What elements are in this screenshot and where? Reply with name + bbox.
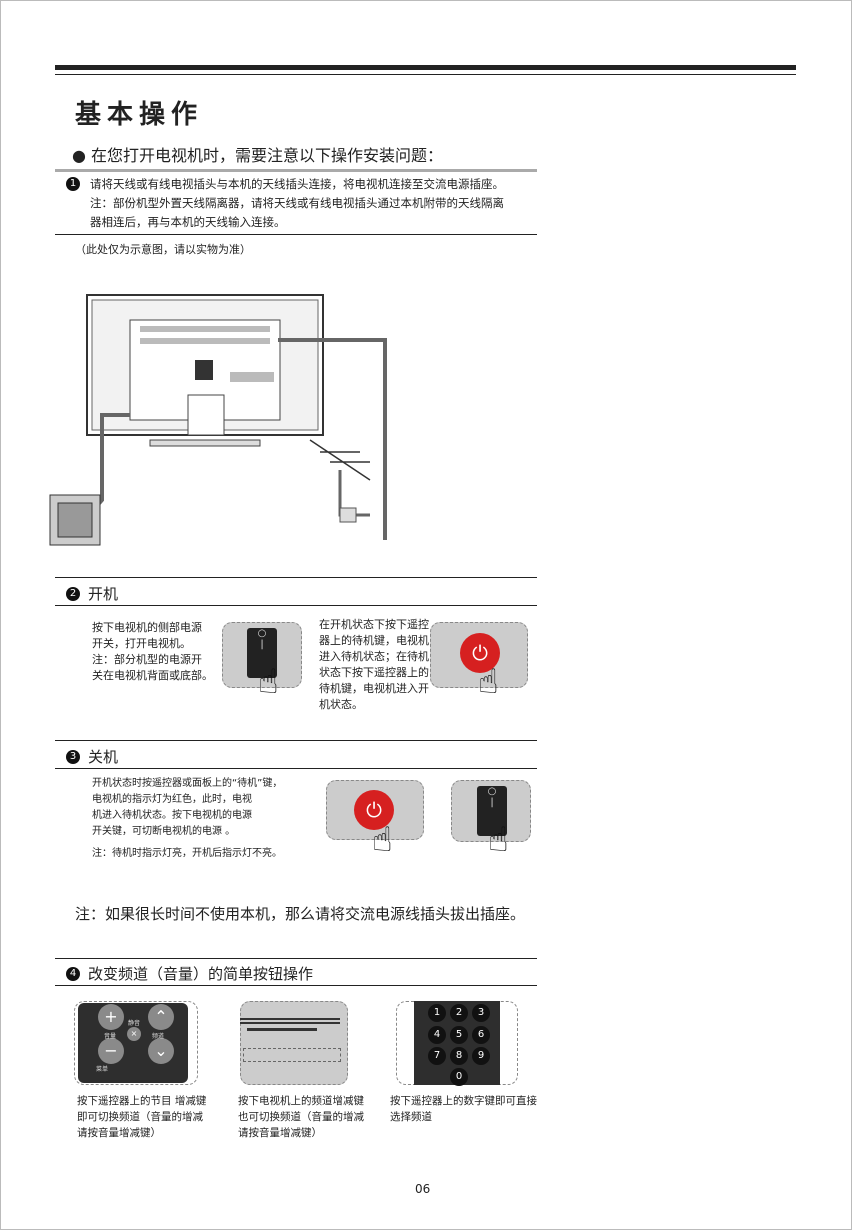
channel-down-icon: ⌄ — [148, 1038, 174, 1064]
key-5: 5 — [450, 1026, 468, 1044]
text-line: 按下遥控器上的节目 增减键 — [77, 1095, 207, 1107]
power-icon: ⏻ — [460, 633, 500, 673]
text-line: 进入待机状态；在待机 — [319, 650, 429, 663]
tv-bottom-edge — [240, 1018, 340, 1024]
divider — [55, 234, 537, 235]
page-number: 06 — [415, 1182, 431, 1196]
header-rule — [55, 65, 796, 70]
key-6: 6 — [472, 1026, 490, 1044]
caption: （此处仅为示意图，请以实物为准） — [75, 243, 251, 256]
caption-remote: 按下遥控器上的节目 增减键 即可切换频道（音量的增减 请按音量增减键） — [77, 1093, 206, 1141]
text-line: 器相连后，再与本机的天线输入连接。 — [90, 215, 286, 229]
power-switch-icon: ○| — [247, 628, 277, 678]
step-number: 1 — [66, 177, 80, 191]
text-line: 待机键，电视机进入开 — [319, 682, 429, 695]
key-8: 8 — [450, 1047, 468, 1065]
key-9: 9 — [472, 1047, 490, 1065]
step-number: 2 — [66, 586, 80, 601]
text-line: 器上的待机键，电视机 — [319, 634, 429, 647]
hand-pointer-icon: ☝ — [372, 820, 393, 860]
remote-label: 菜单 — [96, 1066, 109, 1073]
text-line: 注：部份机型外置天线隔离器，请将天线或有线电视插头通过本机附带的天线隔离 — [90, 196, 504, 210]
channel-up-icon: ⌃ — [148, 1004, 174, 1030]
text-line: 开机状态时按遥控器或面板上的“待机”键， — [92, 778, 283, 789]
section4-header: 4 改变频道（音量）的简单按钮操作 — [66, 963, 313, 984]
text-line: 状态下按下遥控器上的 — [319, 666, 429, 679]
text-line: 按下遥控器上的数字键即可直接 — [390, 1095, 537, 1107]
antenna — [309, 439, 371, 481]
section-title: 开机 — [88, 585, 119, 603]
text-line: 注：部分机型的电源开 — [92, 653, 202, 666]
tv-stand — [149, 439, 261, 447]
volume-up-icon: + — [98, 1004, 124, 1030]
section-title: 改变频道（音量）的简单按钮操作 — [88, 965, 314, 983]
text-line: 电视机的指示灯为红色，此时，电视 — [92, 794, 252, 805]
caption-keypad: 按下遥控器上的数字键即可直接 选择频道 — [390, 1093, 537, 1125]
key-4: 4 — [428, 1026, 446, 1044]
text-line: 机进入待机状态。按下电视机的电源 — [92, 810, 252, 821]
text-line: 按下电视机的侧部电源 — [92, 621, 202, 634]
tv-stand — [247, 1028, 317, 1031]
caption-tv-buttons: 按下电视机上的频道增减键 也可切换频道（音量的增减 请按音量增减键） — [238, 1093, 364, 1141]
text-line: 请按音量增减键） — [238, 1127, 322, 1139]
tv-connection-diagram — [49, 294, 387, 546]
step-number: 3 — [66, 749, 80, 764]
tv-panel-buttons — [240, 1001, 348, 1085]
mute-icon: × — [127, 1027, 141, 1041]
key-7: 7 — [428, 1047, 446, 1065]
unplug-note: 注：如果很长时间不使用本机，那么请将交流电源线插头拔出插座。 — [75, 905, 526, 923]
divider — [55, 985, 537, 986]
hand-pointer-icon: ☝ — [478, 662, 499, 702]
text-line: 开关，打开电视机。 — [92, 637, 191, 650]
text-line: 请将天线或有线电视插头与本机的天线插头连接，将电视机连接至交流电源插座。 — [90, 177, 504, 191]
header-rule-thin — [55, 74, 796, 75]
text-line: 在开机状态下按下遥控 — [319, 618, 429, 631]
section1-text: 请将天线或有线电视插头与本机的天线插头连接，将电视机连接至交流电源插座。 注：部… — [90, 175, 504, 232]
intro: ● 在您打开电视机时，需要注意以下操作安装问题： — [72, 146, 444, 165]
divider — [55, 169, 537, 172]
page-title: 基本操作 — [75, 100, 204, 130]
standby-instructions: 在开机状态下按下遥控 器上的待机键，电视机 进入待机状态；在待机 状态下按下遥控… — [319, 617, 429, 713]
text-line: 机状态。 — [319, 698, 363, 711]
text-line: 关在电视机背面或底部。 — [92, 669, 213, 682]
text-line: 选择频道 — [390, 1111, 432, 1123]
text-line: 请按音量增减键） — [77, 1127, 161, 1139]
text-line: 也可切换频道（音量的增减 — [238, 1111, 364, 1123]
divider — [55, 768, 537, 769]
power-off-instructions: 开机状态时按遥控器或面板上的“待机”键， 电视机的指示灯为红色，此时，电视 机进… — [92, 776, 282, 862]
section2-header: 2 开机 — [66, 583, 118, 604]
text-line: 按下电视机上的频道增减键 — [238, 1095, 364, 1107]
key-0: 0 — [450, 1068, 468, 1086]
divider — [55, 958, 537, 959]
divider — [55, 740, 537, 741]
power-on-instructions: 按下电视机的侧部电源 开关，打开电视机。 注：部分机型的电源开 关在电视机背面或… — [92, 620, 213, 684]
step-number: 4 — [66, 966, 80, 981]
divider — [55, 577, 537, 578]
note-line: 注：待机时指示灯亮，开机后指示灯不亮。 — [92, 848, 282, 859]
intro-text: 在您打开电视机时，需要注意以下操作安装问题： — [91, 146, 444, 165]
antenna-cable — [278, 338, 387, 540]
remote-label: 音量 — [104, 1033, 117, 1040]
text-line: 开关键，可切断电视机的电源 。 — [92, 826, 236, 837]
antenna-socket — [339, 507, 357, 523]
key-3: 3 — [472, 1004, 490, 1022]
tv-button-strip — [243, 1048, 341, 1062]
volume-down-icon: − — [98, 1038, 124, 1064]
remote-label: 静音 — [128, 1020, 141, 1027]
hand-pointer-icon: ☝ — [258, 662, 279, 702]
key-1: 1 — [428, 1004, 446, 1022]
hand-pointer-icon: ☝ — [488, 820, 509, 860]
power-icon: ⏻ — [354, 790, 394, 830]
divider — [55, 605, 537, 606]
section3-header: 3 关机 — [66, 746, 118, 767]
power-switch-icon: ○| — [477, 786, 507, 836]
key-2: 2 — [450, 1004, 468, 1022]
remote-label: 频道 — [152, 1033, 165, 1040]
text-line: 即可切换频道（音量的增减 — [77, 1111, 203, 1123]
section-title: 关机 — [88, 748, 119, 766]
